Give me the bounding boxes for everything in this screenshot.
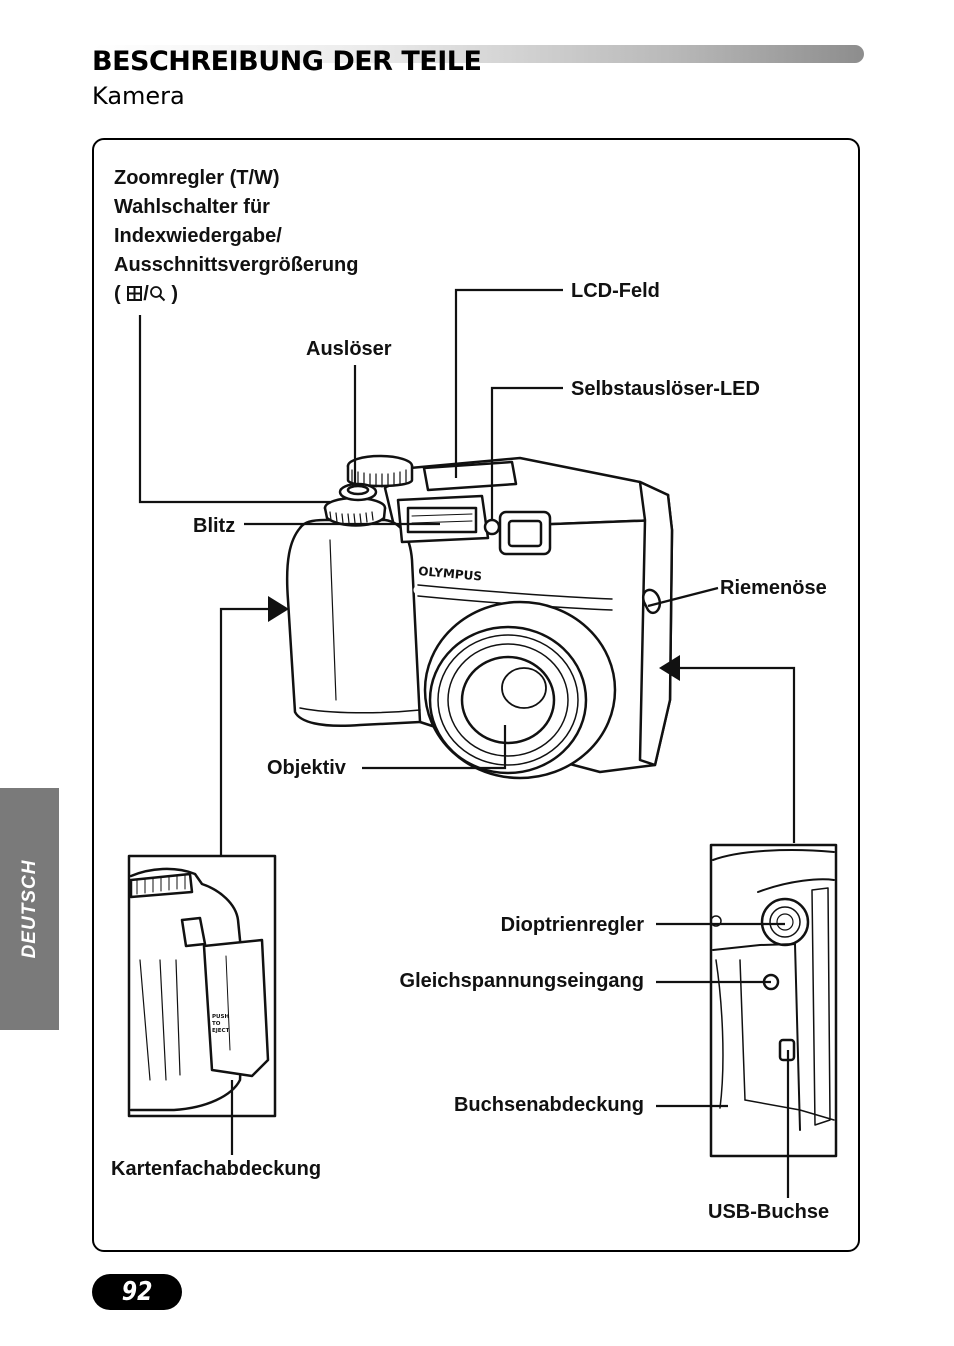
connector-inset <box>709 843 838 1158</box>
arrow-connector-inset <box>659 655 680 681</box>
svg-text:TO: TO <box>212 1021 221 1027</box>
svg-text:PUSH: PUSH <box>212 1014 229 1020</box>
card-cover-print: PUSH TO EJECT <box>212 1014 230 1034</box>
page-title: BESCHREIBUNG DER TEILE <box>92 46 482 77</box>
icon-separator: / <box>143 283 149 305</box>
label-zoom-line1: Zoomregler (T/W) <box>114 167 280 189</box>
label-diopter: Dioptrienregler <box>500 914 644 936</box>
label-zoom-line2: Wahlschalter für <box>114 196 270 218</box>
label-zoom-line5: ( / ) <box>114 280 358 309</box>
svg-text:EJECT: EJECT <box>212 1028 230 1034</box>
label-card-cover: Kartenfachabdeckung <box>111 1158 322 1180</box>
card-cover-inset <box>127 854 277 1118</box>
label-strap-eyelet: Riemenöse <box>720 577 827 599</box>
language-tab: DEUTSCH <box>0 788 59 1030</box>
index-grid-icon <box>127 286 143 301</box>
leader-lines <box>138 288 796 1198</box>
camera-body <box>285 454 674 780</box>
paren-close: ) <box>171 283 179 305</box>
header-gradient-bar <box>92 45 864 63</box>
brand-logo: OLYMPUS <box>418 564 483 584</box>
arrow-card-inset <box>268 596 289 622</box>
page-number-badge: 92 <box>92 1274 182 1310</box>
page-number: 92 <box>121 1277 153 1307</box>
label-self-timer: Selbstauslöser-LED <box>571 378 760 400</box>
label-zoom-line3: Indexwiedergabe/ <box>114 225 282 247</box>
label-usb: USB-Buchse <box>708 1201 830 1223</box>
label-zoom-line4: Ausschnittsvergrößerung <box>114 254 359 276</box>
label-lcd: LCD-Feld <box>571 280 660 302</box>
label-connector-cover: Buchsenabdeckung <box>453 1094 644 1116</box>
page-subtitle: Kamera <box>92 82 185 110</box>
label-dc-in: Gleichspannungseingang <box>399 970 644 992</box>
label-flash: Blitz <box>193 515 236 537</box>
label-lens: Objektiv <box>267 757 346 779</box>
magnifier-icon <box>149 286 166 302</box>
label-zoom-lever: Zoomregler (T/W) Wahlschalter für Indexw… <box>114 164 358 309</box>
label-shutter: Auslöser <box>306 338 392 360</box>
paren-open: ( <box>114 283 121 305</box>
diagram-frame <box>92 138 860 1252</box>
